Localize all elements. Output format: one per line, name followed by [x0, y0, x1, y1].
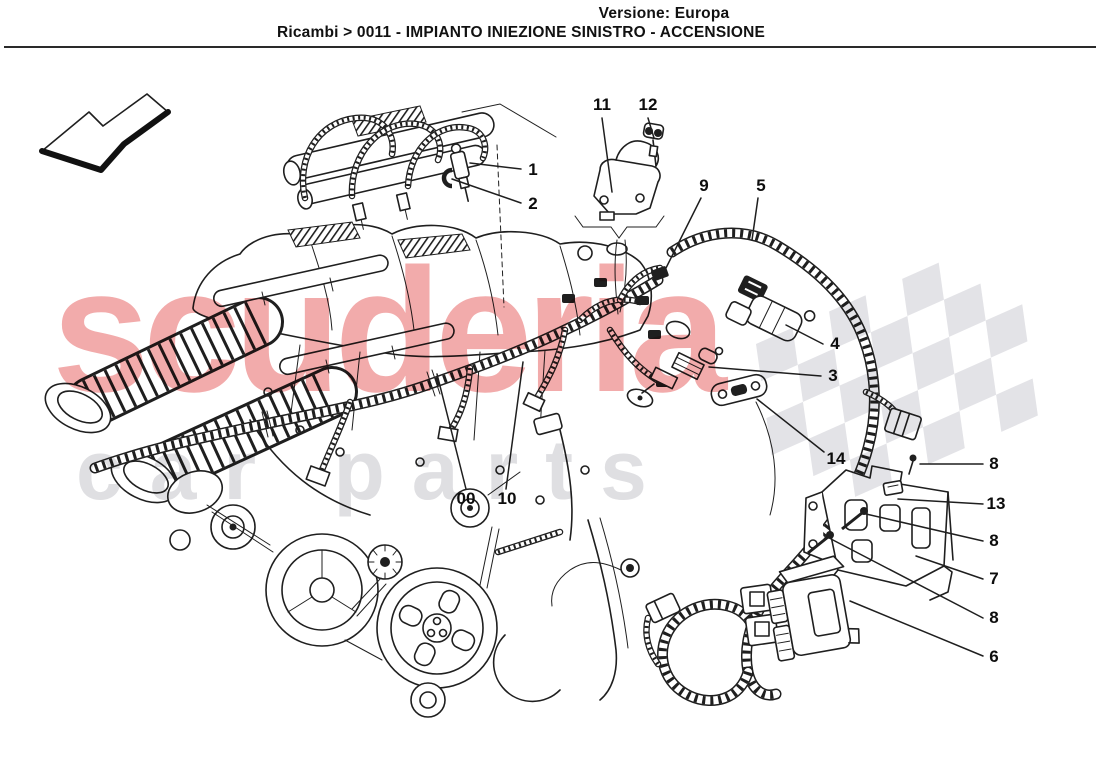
spark-plug-part-3	[641, 346, 724, 394]
ribbed-hose-upper	[44, 296, 284, 434]
pulleys-and-belt	[206, 471, 561, 718]
main-harness	[89, 264, 669, 487]
leader-12	[647, 117, 655, 139]
callout-3[interactable]: 3	[828, 366, 837, 385]
callout-8-top[interactable]: 8	[989, 454, 998, 473]
leader-8-bot	[830, 538, 984, 619]
leader-00	[436, 373, 467, 490]
callout-14[interactable]: 14	[827, 449, 846, 468]
callout-10[interactable]: 10	[498, 489, 517, 508]
leader-2	[451, 178, 522, 204]
leader-6	[849, 600, 984, 657]
callout-11[interactable]: 11	[593, 95, 611, 114]
leader-3	[708, 366, 822, 377]
leader-7	[915, 555, 984, 580]
callout-00[interactable]: 00	[457, 489, 476, 508]
engine-block	[167, 320, 691, 701]
callout-4[interactable]: 4	[830, 334, 840, 353]
callout-2[interactable]: 2	[528, 194, 537, 213]
bracket-part-11	[593, 140, 661, 221]
engine-drawing	[44, 103, 954, 718]
callout-8-bot[interactable]: 8	[989, 608, 998, 627]
ignition-coil-part-4	[725, 275, 816, 342]
callout-5[interactable]: 5	[756, 176, 765, 195]
cam-cover-rails	[213, 254, 455, 376]
callout-13[interactable]: 13	[987, 494, 1006, 513]
leader-9	[661, 197, 702, 277]
leader-11	[601, 117, 613, 193]
leader-lines	[436, 117, 984, 657]
connector-strip-part-14	[710, 373, 768, 407]
fuel-rail-assembly	[282, 103, 557, 308]
version-label: Versione: Europa	[598, 5, 730, 22]
sensor-part-12	[642, 122, 665, 167]
leader-1	[469, 162, 522, 170]
leader-14	[756, 398, 825, 453]
clip-part-2	[441, 167, 453, 189]
leader-10	[505, 361, 524, 490]
callout-8-mid[interactable]: 8	[989, 531, 998, 550]
leader-5	[751, 197, 759, 241]
callout-6[interactable]: 6	[989, 647, 998, 666]
clamp-part-13	[882, 480, 904, 496]
screw-part-8-bot	[807, 531, 834, 555]
arrow-down-left-icon	[39, 93, 171, 173]
injector-part-1	[449, 143, 470, 202]
callout-12[interactable]: 12	[639, 95, 658, 114]
breadcrumb: Ricambi > 0011 - IMPIANTO INIEZIONE SINI…	[276, 24, 766, 41]
screw-part-8-top	[908, 454, 917, 475]
callout-9[interactable]: 9	[699, 176, 708, 195]
callout-7[interactable]: 7	[989, 569, 998, 588]
leader-8-mid	[865, 513, 984, 542]
header-divider	[4, 46, 1096, 48]
ecu-part-6	[766, 555, 860, 662]
leader-13	[897, 498, 984, 505]
callout-1[interactable]: 1	[528, 160, 537, 179]
screw-part-8-mid	[841, 507, 868, 531]
